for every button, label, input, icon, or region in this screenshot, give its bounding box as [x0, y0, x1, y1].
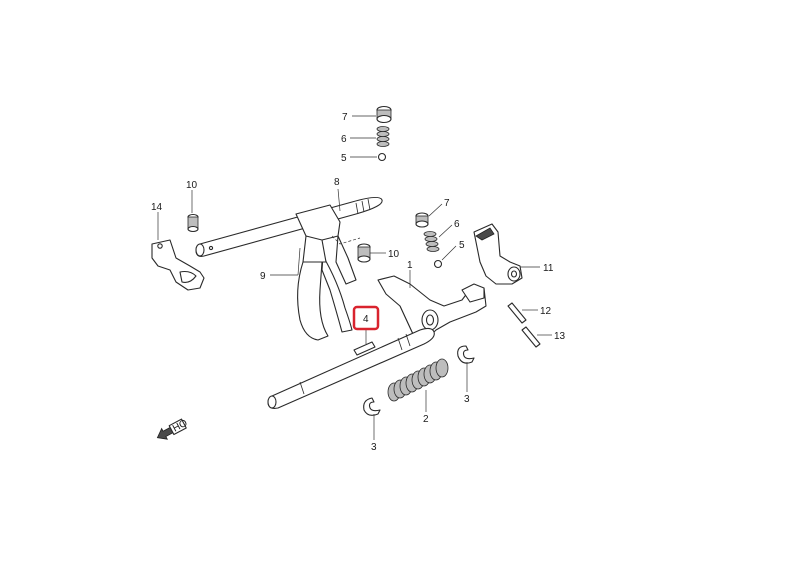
callout-2: 2 [423, 414, 429, 425]
pin-12[interactable] [507, 302, 527, 324]
shift-fork-1[interactable] [377, 275, 487, 345]
callout-6-right: 6 [454, 219, 460, 230]
shift-fork-9[interactable] [295, 204, 357, 341]
direction-marker-text: HO [171, 418, 190, 435]
callout-7-right: 7 [444, 198, 450, 209]
bracket-14[interactable] [151, 239, 205, 291]
callout-4[interactable]: 4 [363, 314, 369, 325]
ball-5-right[interactable] [433, 259, 443, 269]
pin-13[interactable] [521, 326, 541, 348]
shaft-4[interactable] [267, 327, 435, 409]
spring-2[interactable] [387, 358, 449, 402]
callout-3-right: 3 [464, 394, 470, 405]
callout-12: 12 [540, 306, 552, 317]
callout-5-top: 5 [341, 153, 347, 164]
cap-7-right[interactable] [415, 212, 429, 228]
callout-10-left: 10 [186, 180, 198, 191]
callout-9: 9 [260, 271, 266, 282]
callout-6-top: 6 [341, 134, 347, 145]
callout-14: 14 [151, 202, 163, 213]
clip-3-left[interactable] [363, 397, 381, 416]
shaft-8[interactable] [195, 196, 383, 257]
plug-10-left[interactable] [187, 213, 199, 233]
callout-3-left: 3 [371, 442, 377, 453]
clip-3-right[interactable] [457, 345, 475, 364]
callout-8: 8 [334, 177, 340, 188]
spring-6-right[interactable] [423, 231, 440, 252]
spring-6-top[interactable] [376, 126, 390, 147]
callout-7-top: 7 [342, 112, 348, 123]
cap-7-top[interactable] [376, 105, 392, 124]
plug-10-center[interactable] [357, 243, 371, 263]
callout-1: 1 [407, 260, 413, 271]
highlight-box-4 [352, 305, 380, 331]
callout-11: 11 [543, 263, 554, 274]
direction-marker: HO [156, 418, 190, 440]
callout-13: 13 [554, 331, 566, 342]
callout-5-right: 5 [459, 240, 465, 251]
callout-10-center: 10 [388, 249, 400, 260]
ball-5-top[interactable] [377, 152, 387, 162]
bracket-11[interactable] [473, 223, 523, 285]
